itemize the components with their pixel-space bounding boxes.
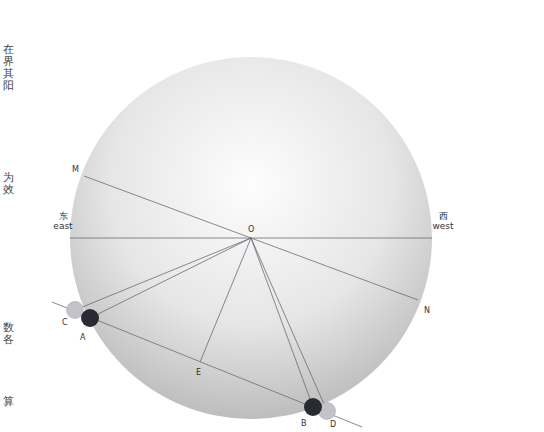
sun-disc-c xyxy=(67,302,84,319)
direction-label: 东 east xyxy=(48,212,78,232)
moon-disc-b xyxy=(304,398,322,416)
point-label: B xyxy=(301,420,307,429)
point-label: M xyxy=(72,166,79,175)
o-a-line xyxy=(90,238,251,318)
o-d-line xyxy=(251,238,327,411)
moon-disc-a xyxy=(81,309,99,327)
o-c-line xyxy=(75,238,251,310)
point-label: D xyxy=(330,421,336,430)
celestial-sphere xyxy=(70,57,432,419)
direction-label: 西 west xyxy=(428,212,458,232)
point-label: N xyxy=(424,307,430,316)
point-label: C xyxy=(62,319,68,328)
point-label: O xyxy=(248,226,254,235)
margin-text: 数各 xyxy=(3,322,14,346)
margin-text: 算 xyxy=(3,396,14,408)
o-e-line xyxy=(200,238,251,362)
margin-text: 在界其阳 xyxy=(3,44,14,92)
o-b-line xyxy=(251,238,313,407)
margin-text: 为效 xyxy=(3,172,14,196)
point-label: A xyxy=(80,334,85,343)
path-line xyxy=(52,302,362,427)
point-label: E xyxy=(196,369,201,378)
